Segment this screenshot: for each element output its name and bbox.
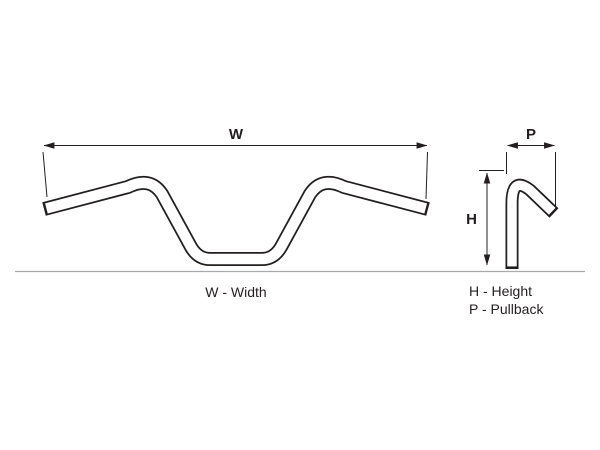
height-caption: H - Height bbox=[469, 283, 532, 299]
width-dim-label: W bbox=[229, 126, 244, 143]
width-extension-line-right bbox=[425, 151, 428, 200]
pullback-caption: P - Pullback bbox=[469, 301, 544, 317]
pullback-dim-label: P bbox=[526, 126, 536, 143]
width-extension-line-left bbox=[42, 151, 48, 198]
front-view-tube-fill bbox=[45, 177, 428, 265]
front-view-group bbox=[42, 142, 430, 266]
side-view-group bbox=[479, 142, 559, 269]
height-dim-label: H bbox=[466, 211, 477, 228]
width-caption: W - Width bbox=[205, 284, 266, 300]
side-view-tube-fill bbox=[507, 180, 556, 267]
